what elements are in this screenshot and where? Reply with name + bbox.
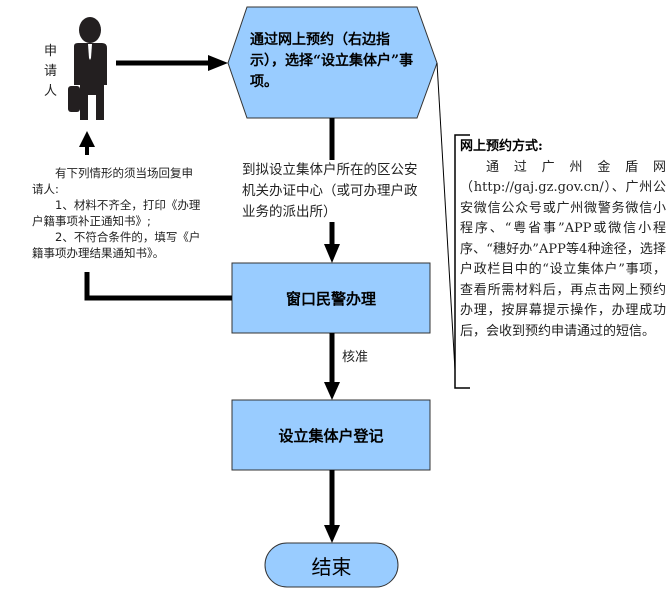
approve-label: 核准 [342,350,369,365]
return-note: 有下列情形的须当场回复申请人: 1、材料不齐全，打印《办理户籍事项补正通知书》;… [32,165,202,261]
register-step-shape [231,399,431,471]
end-text: 结束 [311,554,352,579]
go-to-office-text: 到拟设立集体户所在的区公安机关办证中心（或可办理户政业务的派出所） [242,162,418,220]
return-note-item2: 2、不符合条件的，填写《户籍事项办理结果通知书》。 [32,230,201,260]
businessman-icon [68,17,107,120]
window-step-shape [231,262,431,334]
applicant-label: 申 请 人 [44,44,58,99]
return-arrow [84,272,232,301]
callout-leader [436,62,456,371]
return-note-intro: 有下列情形的须当场回复申请人: [32,166,193,196]
callout-body: 通过广州金盾网（http://gaj.gz.gov.cn/）、广州公安微信公众号… [460,159,666,339]
online-booking-callout: 网上预约方式: 通过广州金盾网（http://gaj.gz.gov.cn/）、广… [460,137,666,342]
callout-title: 网上预约方式: [460,139,543,154]
online-step-text: 通过网上预约（右边指示），选择“设立集体户”事项。 [250,32,414,90]
register-step-text: 设立集体户登记 [278,426,384,445]
window-step-text: 窗口民警办理 [285,289,376,308]
return-note-item1: 1、材料不齐全，打印《办理户籍事项补正通知书》; [32,198,201,228]
end-shape [264,542,399,588]
online-step-shape [227,6,438,119]
callout-bracket [454,134,470,389]
